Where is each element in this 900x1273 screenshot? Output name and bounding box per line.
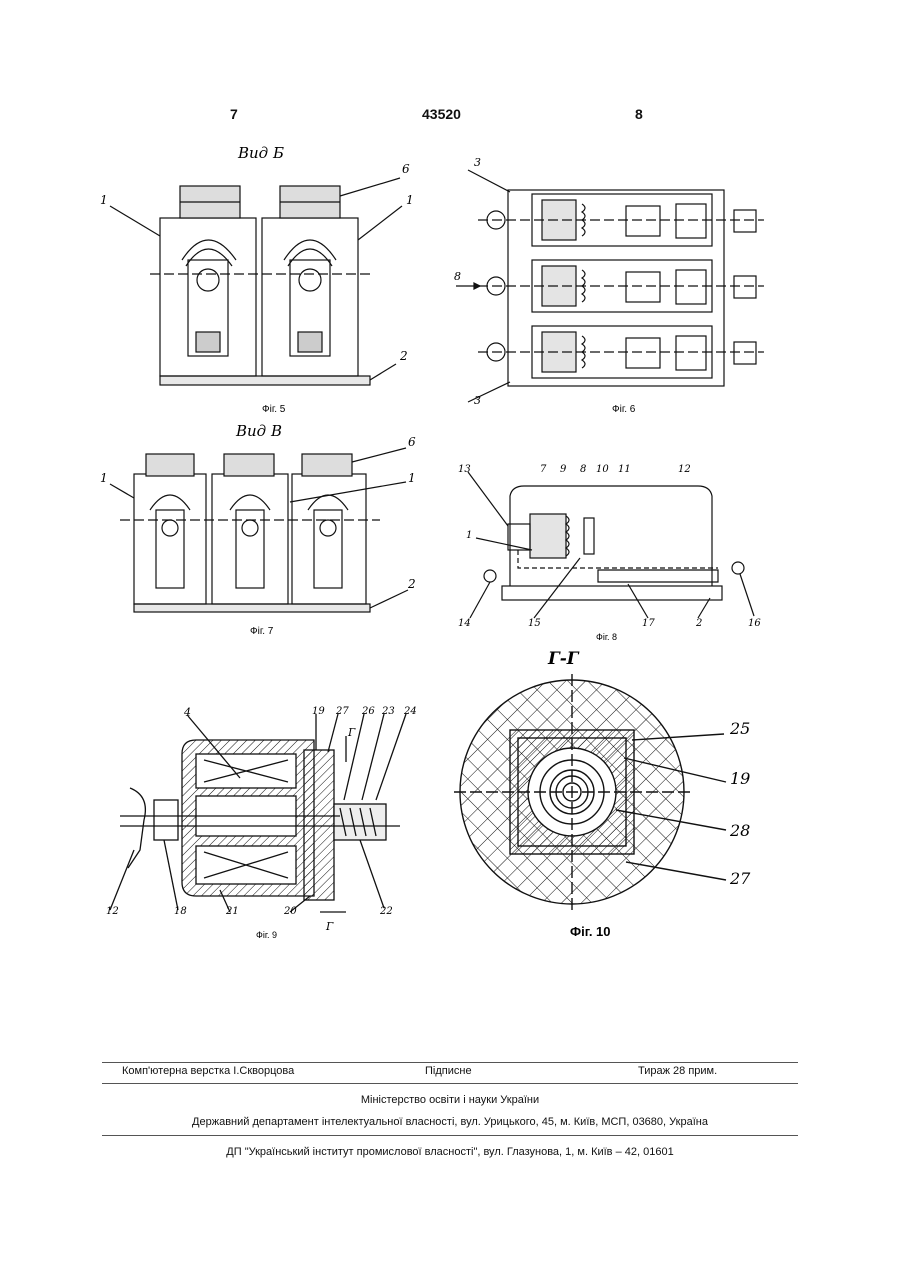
figure-8-label: 15 [528,618,541,629]
footer-divider [102,1062,798,1063]
figure-9-section-mark: Г [325,920,334,933]
footer-divider [102,1083,798,1084]
figure-6-label: 8 [454,270,461,283]
figure-7-label: 2 [407,577,416,591]
figure-10-label: 25 [729,719,750,738]
page-number-right: 8 [635,106,643,122]
figure-6-drawing: 3 8 3 Фіг. 6 [448,150,778,418]
figure-7-label: 1 [408,471,416,485]
figure-9-drawing: 4 19 27 26 23 24 12 18 21 20 22 Г Г Фіг.… [100,700,440,945]
figure-5: Вид Б 6 1 1 2 Фіг. 5 [90,140,430,415]
figure-9-label: 22 [379,906,393,917]
page-number-left: 7 [230,106,238,122]
figure-5-caption: Фіг. 5 [262,404,286,415]
figure-9-label: 20 [283,906,297,917]
figure-9-label: 18 [174,906,187,917]
figure-5-label: 1 [406,193,414,207]
footer-department: Державний департамент інтелектуальної вл… [0,1116,900,1128]
figure-7-view-label: Вид В [235,422,282,440]
figure-8-label: 9 [560,464,567,475]
footer-layout-credit: Комп'ютерна верстка І.Скворцова [122,1065,294,1077]
footer-institute: ДП "Український інститут промислової вла… [0,1146,900,1158]
footer-ministry: Міністерство освіти і науки України [0,1094,900,1106]
figure-9-label: 12 [106,906,119,917]
figure-8-label: 8 [580,464,586,475]
footer-circulation: Тираж 28 прим. [638,1065,717,1077]
figure-5-label: 6 [402,162,410,176]
figure-10-section-title: Г-Г [547,649,580,669]
footer-divider [102,1135,798,1136]
figure-7-label: 6 [408,435,416,449]
figure-9-label: 27 [335,706,349,717]
patent-number: 43520 [422,106,461,122]
figure-7-caption: Фіг. 7 [250,626,274,637]
figure-10-caption: Фіг. 10 [570,924,611,939]
figure-7: Вид В 6 1 1 2 Фіг. 7 [90,418,430,640]
figure-9-label: 23 [381,706,395,717]
figure-8-label: 2 [695,618,702,629]
figure-6: 3 8 3 Фіг. 6 [448,150,778,418]
figure-8-label: 11 [618,464,631,475]
figure-10-label: 19 [730,769,750,788]
figure-5-view-label: Вид Б [237,144,284,162]
figure-9-caption: Фіг. 9 [256,930,277,940]
figure-8-label: 13 [458,464,471,475]
figure-9-section-mark: Г [347,726,356,739]
figure-7-label: 1 [100,471,108,485]
figure-9-label: 21 [225,906,239,917]
figure-8-label: 17 [642,618,655,629]
figure-8-drawing: 13 7 9 8 10 11 12 1 14 15 17 2 16 Фіг. 8 [448,458,778,648]
figure-5-drawing: Вид Б 6 1 1 2 Фіг. 5 [90,140,430,415]
figure-7-drawing: Вид В 6 1 1 2 Фіг. 7 [90,418,430,640]
figure-8-label: 1 [466,530,472,541]
figure-8-label: 12 [678,464,691,475]
footer-signed: Підписне [425,1065,472,1077]
figure-10-drawing: Г-Г 25 19 28 27 Фіг. 10 [448,640,778,945]
figure-5-label: 1 [100,193,108,207]
figure-9-label: 26 [361,706,375,717]
figure-10-label: 27 [729,869,751,888]
figure-6-label: 3 [474,156,481,169]
figure-5-label: 2 [399,349,408,363]
figure-9-label: 24 [403,706,417,717]
figure-9-label: 4 [183,706,191,719]
figure-6-label: 3 [474,394,481,407]
figure-8-label: 14 [458,618,471,629]
figure-6-caption: Фіг. 6 [612,404,636,415]
figure-8-label: 16 [748,618,761,629]
figure-8-label: 10 [596,464,609,475]
figure-9-label: 19 [312,706,325,717]
figure-10-label: 28 [729,821,750,840]
figure-8: 13 7 9 8 10 11 12 1 14 15 17 2 16 Фіг. 8 [448,458,778,648]
figure-8-label: 7 [540,464,547,475]
figure-10: Г-Г 25 19 28 27 Фіг. 10 [448,640,778,945]
figure-9: 4 19 27 26 23 24 12 18 21 20 22 Г Г Фіг.… [100,700,440,945]
